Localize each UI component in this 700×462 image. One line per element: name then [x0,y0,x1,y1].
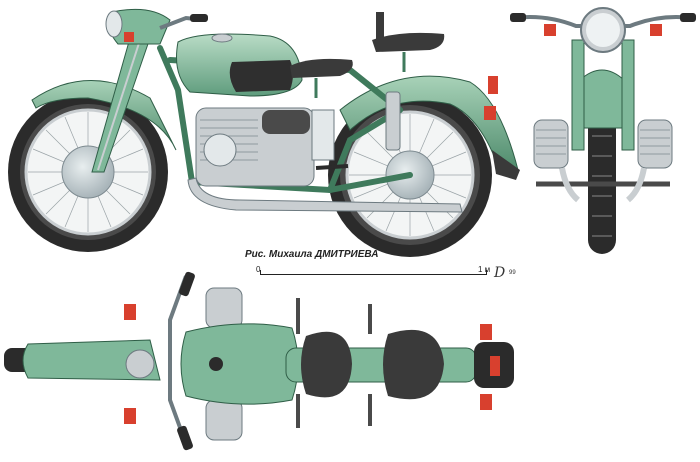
cylinder-top [205,287,243,329]
fork-leg-left [571,39,585,151]
exhaust-right [625,167,647,203]
engine-cover [203,133,237,167]
grip-top [179,271,195,297]
front-lamp-bottom [124,408,136,424]
fuel-tank [176,33,303,97]
scale-tick-start [260,270,261,275]
scale-tick-end [486,270,487,275]
motorcycle-side-view [8,8,520,257]
footpeg [315,164,349,170]
passenger-seat [383,329,444,400]
handlebar [168,275,188,445]
rear-lamp-mid [490,356,500,376]
rear-lamp-lower [484,106,496,120]
rear-shock [385,91,401,151]
grip-left [510,13,526,22]
illustration-credit: Рис. Михаила ДМИТРИЕВА [245,249,379,260]
battery-box [311,109,335,161]
cylinder-left [533,119,569,169]
motorcycle-front-view [510,7,696,254]
scale-end-label: 1 м [478,265,491,274]
front-fender [31,80,177,151]
passenger-seat [372,12,445,72]
exhaust-pipe [187,177,463,213]
motorcycle-top-view [4,271,514,451]
headlight [125,349,155,379]
scale-start-label: 0 [256,265,261,274]
fuel-cap [209,357,223,371]
rider-seat [290,58,353,98]
scale-bar: 0 1 м [256,262,506,284]
grip-bottom [177,425,193,451]
front-lamp-top [124,304,136,320]
engine [195,107,335,187]
exhaust-left [559,167,581,203]
air-filter [262,110,310,134]
mudflap [492,150,520,180]
fork-leg-right [621,39,635,151]
front-wheel [8,92,168,252]
fuel-tank [180,323,299,405]
headlight [105,8,171,45]
rear-lamp-upper [488,76,498,94]
cylinder-right [637,119,673,169]
turn-lamp-left [544,24,556,36]
rear-lamp-top [480,324,492,340]
turn-lamp-right [650,24,662,36]
rider-seat [301,331,352,398]
grip-right [680,13,696,22]
cylinder-bottom [205,399,243,441]
artist-signature: D [494,265,506,281]
tank-knee-pad [229,60,293,92]
front-fender [22,339,161,381]
fuel-cap [211,33,233,43]
signature-year: 99 [509,270,516,276]
scale-line [260,274,486,275]
rear-lamp-bottom [480,394,492,410]
handlebar-grip [190,14,208,22]
front-fender [579,69,625,129]
